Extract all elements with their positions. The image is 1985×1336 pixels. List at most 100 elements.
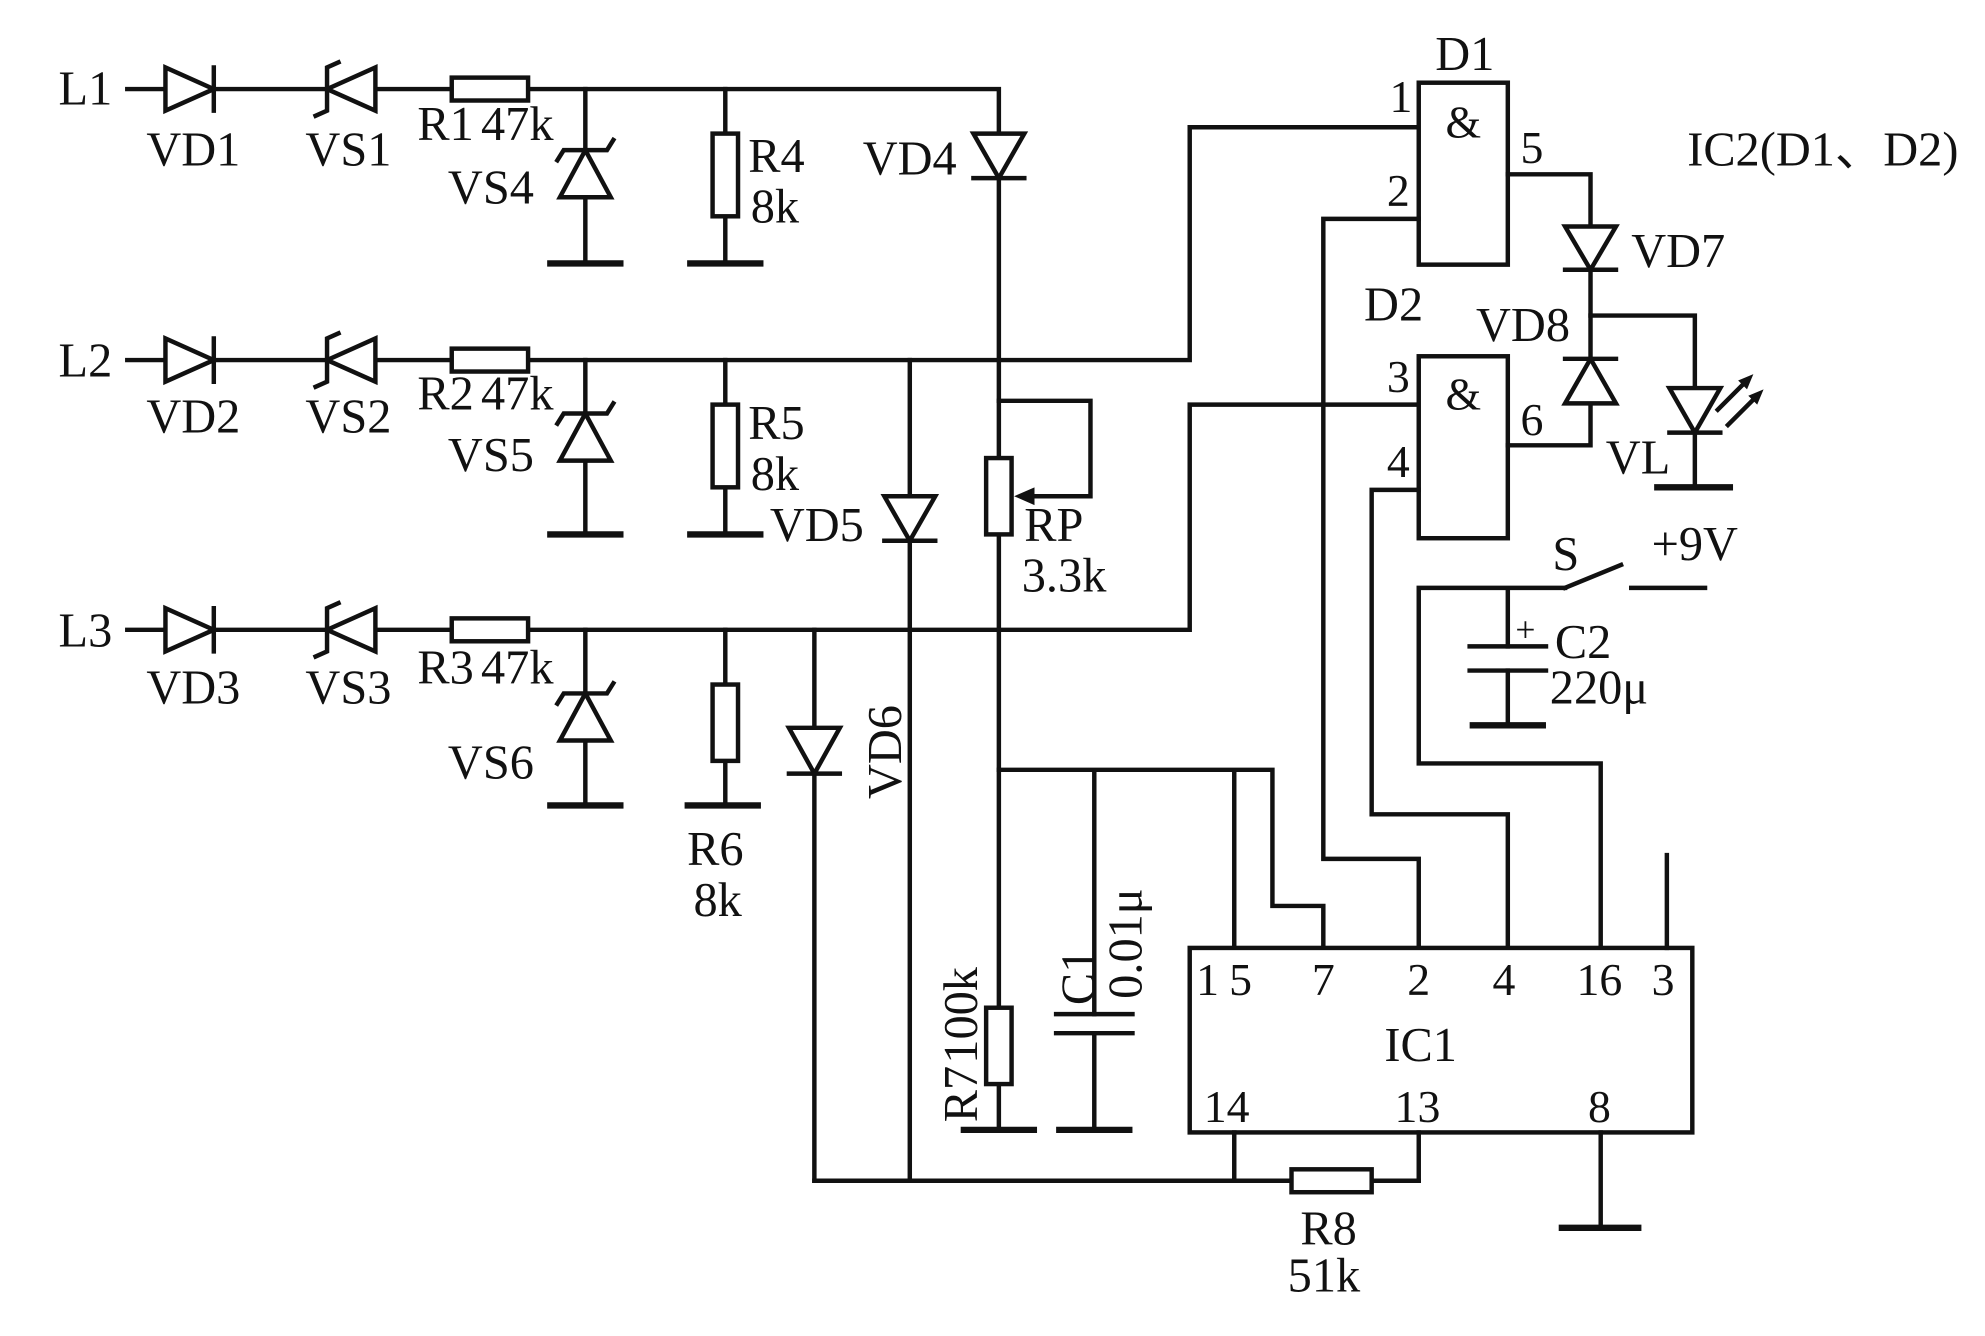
supply-label: +9V: [1652, 518, 1738, 571]
resistor-r7-value: 100k: [935, 966, 988, 1064]
timing-network: RP 3.3k R7 100k C1 0.01μ: [935, 175, 1326, 1134]
diode-vd8-anode: [1561, 354, 1620, 406]
zener-vs1: [312, 59, 378, 119]
wire-led: [1588, 313, 1698, 490]
diode-vd1-label: VD1: [146, 123, 240, 176]
ic1: IC1 1 5 7 2 4 16 3 14 13 8: [1187, 852, 1695, 1232]
resistor-r3-value: 47k: [481, 641, 554, 694]
zener-vs4-anode: [556, 145, 615, 200]
gate-d1: [1416, 80, 1511, 267]
diode-vd2-anode: [163, 335, 220, 386]
resistor-r8: [1289, 1167, 1374, 1195]
input-label-l2: L2: [59, 335, 113, 388]
wire-l2: [125, 125, 1421, 363]
zener-vs6: [554, 680, 617, 743]
diode-vd6-anode: [785, 725, 844, 779]
resistor-r5-value: 8k: [751, 448, 800, 501]
diode-vd7-label: VD7: [1631, 225, 1725, 278]
resistor-r7: [983, 1005, 1014, 1087]
zener-vs3: [312, 600, 378, 660]
led-arrow-head-icon: [1738, 374, 1754, 390]
resistor-r7-label: R7: [935, 1066, 988, 1122]
ic1-pin-label: 2: [1407, 954, 1430, 1005]
resistor-r1-value: 47k: [481, 98, 554, 151]
ic1-pin-label: 13: [1395, 1081, 1441, 1132]
wire-rp-wiper: [996, 398, 1093, 499]
diode-vd3-anode: [163, 604, 220, 655]
capacitor-c2-label: C2: [1555, 616, 1611, 669]
ic1-pin-label: 1: [1196, 954, 1219, 1005]
led-arrow-head-icon: [1748, 389, 1764, 405]
zener-vs1-label: VS1: [305, 123, 391, 176]
diode-vd2-label: VD2: [146, 391, 240, 444]
zener-vs2-cathode: [312, 330, 342, 390]
resistor-r2: [449, 346, 531, 374]
gate-d1-pin-label: 2: [1387, 165, 1410, 216]
led-light-arrows: [1714, 378, 1760, 429]
power-supply: +9V S + C2 220μ: [1416, 518, 1738, 951]
capacitor-c2-value: 220μ: [1550, 662, 1648, 715]
diode-vd4: [969, 131, 1029, 183]
diode-vd1-anode: [163, 64, 220, 115]
zener-vs4-cathode: [554, 136, 617, 164]
zener-vs6-anode: [556, 688, 615, 743]
zener-vs1-anode: [321, 64, 378, 115]
wire-l1: [125, 86, 1002, 136]
ic2-label: IC2(D1、D2): [1687, 123, 1958, 176]
resistor-r3: [449, 616, 531, 644]
gate-d1-pin-label: 1: [1389, 71, 1412, 122]
resistor-r6: [710, 682, 741, 764]
diode-vd8-label: VD8: [1476, 299, 1570, 352]
potentiometer-rp: [983, 455, 1014, 537]
zener-vs3-anode: [321, 604, 378, 655]
resistor-r7-label-group: R7 100k: [935, 966, 988, 1122]
diode-vd8: [1561, 354, 1620, 406]
zener-vs6-label: VS6: [448, 737, 534, 790]
gate-d2-pin-label: 3: [1387, 351, 1410, 402]
capacitor-c1-value: 0.01μ: [1099, 888, 1152, 999]
wire-ic1-timing: [996, 767, 1326, 1133]
resistor-r8-value: 51k: [1288, 1249, 1361, 1302]
gate-d1-pin-label: 5: [1521, 122, 1544, 173]
resistor-r6-value: 8k: [693, 874, 742, 927]
diode-vd5-anode: [880, 494, 940, 546]
led-vl-anode: [1665, 385, 1725, 438]
resistor-r5-label: R5: [748, 397, 804, 450]
zener-vs2-label: VS2: [305, 391, 391, 444]
diode-vd2: [163, 335, 220, 386]
resistor-r5: [710, 402, 741, 490]
wire-supply: [1416, 585, 1603, 951]
ic1-pin-label: 5: [1229, 954, 1252, 1005]
gate-d1-label: D1: [1435, 28, 1494, 81]
resistor-r2-label: R2: [417, 368, 473, 421]
diode-vd6-label: VD6: [859, 705, 912, 799]
potentiometer-rp-value: 3.3k: [1022, 550, 1107, 603]
gate-d2-pin-label: 6: [1521, 394, 1544, 445]
capacitor-c1-value-group: 0.01μ: [1099, 888, 1152, 999]
diode-vd4-anode: [969, 131, 1029, 183]
capacitor-c2: [1467, 644, 1549, 673]
resistor-r4: [710, 131, 741, 219]
diode-vd6-label-group: VD6: [859, 705, 912, 799]
resistor-r8-label: R8: [1300, 1202, 1356, 1255]
input-label-l3: L3: [59, 604, 113, 657]
gate-d2: [1416, 354, 1511, 541]
gate-d2-label: D2: [1364, 279, 1423, 332]
ic1-pin-label: 16: [1577, 954, 1623, 1005]
capacitor-c2-polarity: +: [1515, 609, 1535, 649]
resistor-r6-label: R6: [687, 823, 743, 876]
zener-vs2: [312, 330, 378, 390]
ic1-pin-label: 4: [1493, 954, 1516, 1005]
capacitor-c1-label-group: C1: [1052, 949, 1105, 1005]
input-channel-l1: L1 VD1 VS1 R1 47k VS4 R4 8k VD4: [59, 59, 1029, 267]
zener-vs6-cathode: [554, 680, 617, 707]
wire-d2-pin4: [1369, 487, 1511, 951]
resistor-r1: [449, 75, 531, 103]
gate-d2-symbol: &: [1445, 369, 1481, 420]
wire-ic1-bottom-pins: [1232, 1130, 1603, 1231]
led-vl-label: VL: [1606, 431, 1670, 484]
input-channel-l2: L2 VD2 VS2 R2 47k VS5 R5 8k V: [59, 125, 1421, 1183]
wire-l3: [125, 402, 1421, 633]
zener-vs3-label: VS3: [305, 662, 391, 715]
